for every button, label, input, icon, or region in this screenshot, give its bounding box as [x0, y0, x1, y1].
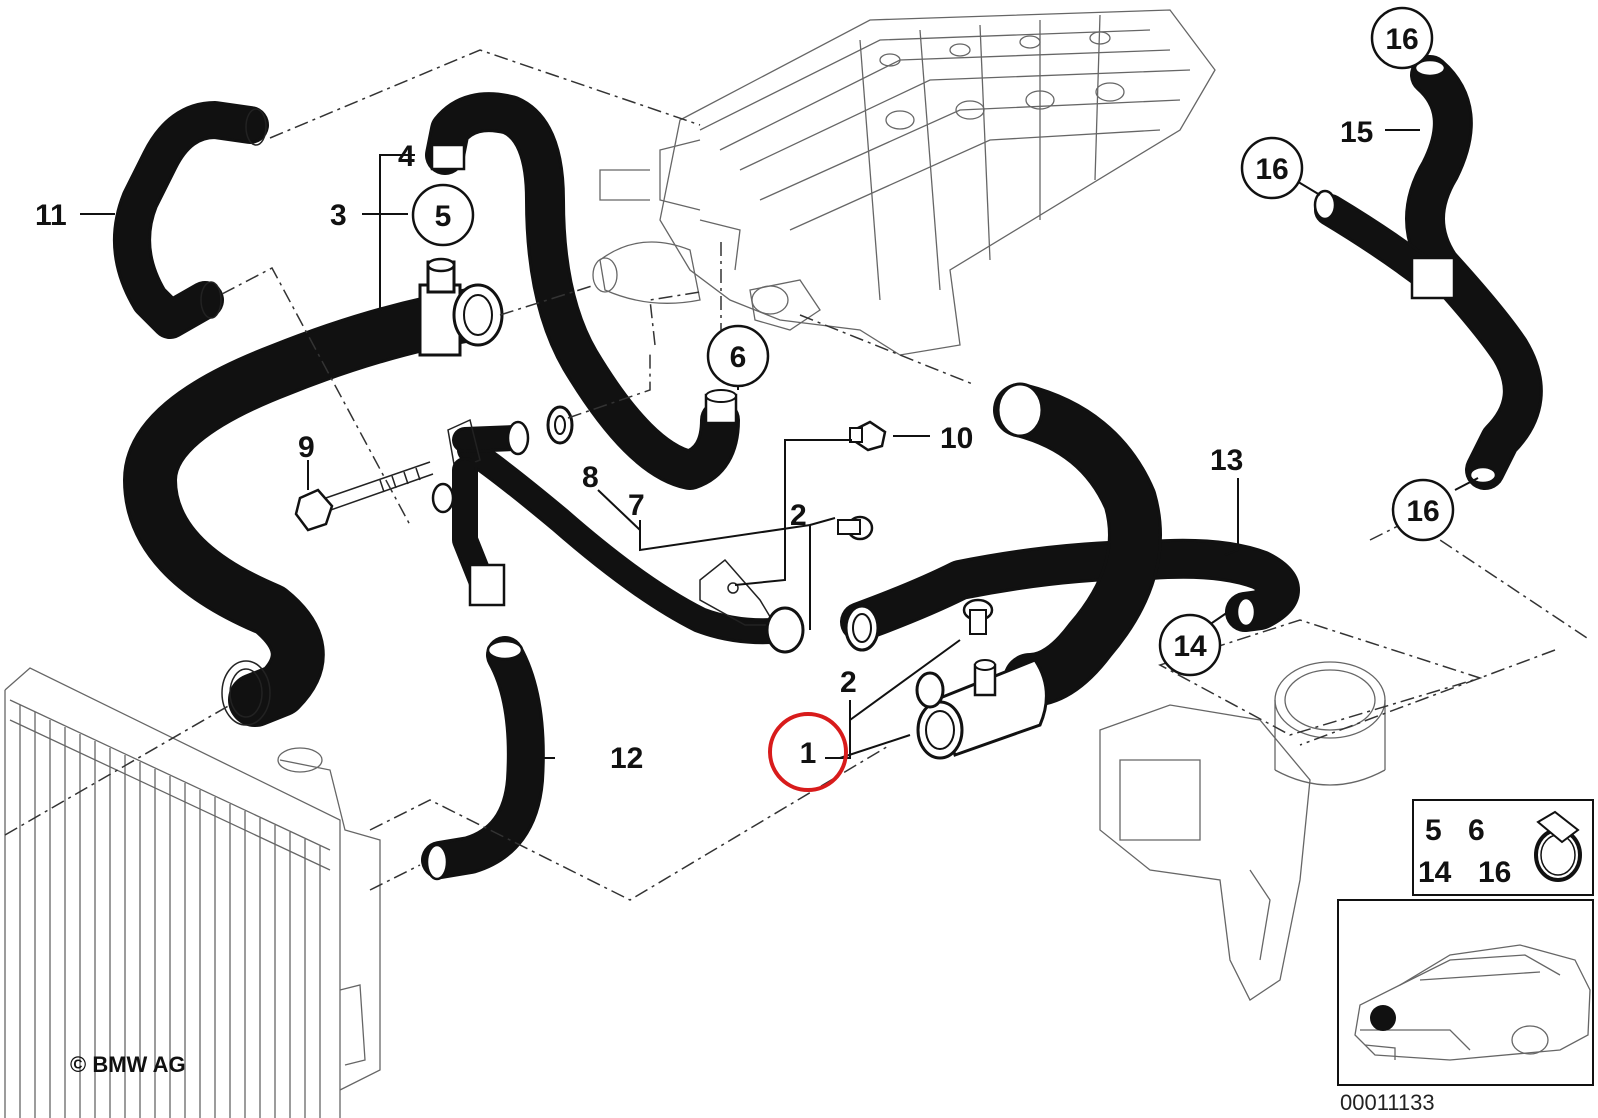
label-16-top: 16 — [1385, 23, 1418, 56]
circle-14 — [1158, 613, 1222, 677]
label-4: 4 — [398, 140, 415, 173]
document-number: 00011133 — [1340, 1090, 1435, 1115]
throttle-body-drawing — [1099, 661, 1386, 1001]
hose-11 — [113, 101, 269, 339]
circle-6 — [706, 324, 770, 388]
label-2-upper: 2 — [790, 499, 807, 532]
hose-15 — [1313, 55, 1543, 490]
vehicle-locator-inset — [1337, 899, 1594, 1086]
label-11: 11 — [35, 199, 67, 232]
label-13: 13 — [1210, 444, 1243, 477]
circle-5 — [411, 183, 475, 247]
assembly-lines — [4, 49, 1591, 901]
label-1: 1 — [800, 737, 817, 770]
cylinder-head-drawing — [592, 9, 1216, 356]
label-6: 6 — [730, 341, 747, 374]
circle-16-top — [1370, 6, 1434, 70]
bolt-9 — [294, 461, 434, 532]
hose-clamp-icon — [1534, 810, 1582, 882]
circle-16-bottom — [1391, 478, 1455, 542]
inset-label-14: 14 — [1418, 856, 1452, 889]
hose-3-radiator — [123, 257, 504, 727]
highlight-circle-1 — [768, 712, 848, 792]
inset-label-16: 16 — [1478, 856, 1511, 889]
pipe-7 — [431, 418, 805, 654]
hose-12 — [421, 636, 545, 881]
label-7: 7 — [628, 489, 645, 522]
inset-label-6: 6 — [1468, 814, 1485, 847]
radiator-drawing — [4, 667, 381, 1118]
label-9: 9 — [298, 431, 315, 464]
radiator-fins — [19, 705, 321, 1118]
location-dot-icon — [1370, 1005, 1396, 1031]
bolt-2-lower — [962, 598, 994, 635]
washer-8 — [546, 405, 574, 445]
connector-1 — [915, 658, 1048, 760]
label-16-mid: 16 — [1255, 153, 1288, 186]
inset-label-5: 5 — [1425, 814, 1442, 847]
label-14: 14 — [1173, 630, 1207, 663]
hose-4-upper — [425, 92, 740, 490]
bolt-2-upper — [837, 515, 874, 541]
circle-16-mid — [1240, 136, 1304, 200]
label-15: 15 — [1340, 116, 1373, 149]
label-8: 8 — [582, 461, 599, 494]
clamp-inset: 5 6 14 16 — [1412, 799, 1594, 896]
label-3: 3 — [330, 199, 347, 232]
label-2-lower: 2 — [840, 666, 857, 699]
copyright-text: © BMW AG — [70, 1052, 186, 1077]
circled-labels: 5 6 14 16 16 16 1 — [411, 6, 1455, 792]
label-10: 10 — [940, 422, 973, 455]
label-12: 12 — [610, 742, 643, 775]
label-16-bottom: 16 — [1406, 495, 1439, 528]
hose-main-lower — [993, 382, 1162, 707]
bolt-10 — [849, 420, 887, 452]
label-5: 5 — [435, 200, 452, 233]
part-labels: 11 3 4 9 8 7 2 10 13 2 12 15 — [35, 116, 1373, 775]
car-outline-icon — [1354, 944, 1591, 1061]
